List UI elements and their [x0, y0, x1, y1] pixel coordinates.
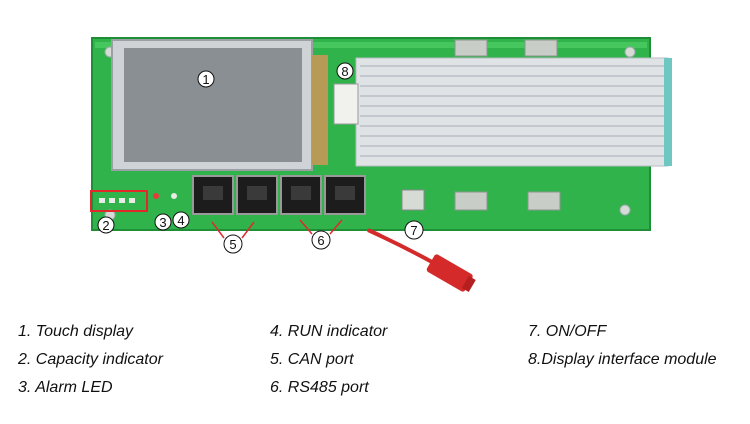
- leader-lines: [211, 219, 343, 239]
- rs485-port-2: [324, 175, 366, 215]
- can-port-1: [192, 175, 234, 215]
- callout-8: 8: [336, 62, 354, 80]
- bms-board-diagram: 1 8 2 3 4 5 6 7: [90, 37, 672, 293]
- legend-column-3: 7. ON/OFF 8.Display interface module: [528, 318, 717, 374]
- legend-item-display-interface-module: 8.Display interface module: [528, 351, 717, 368]
- red-cable: [367, 228, 433, 264]
- callout-6: 6: [311, 230, 331, 250]
- legend-item-can-port: 5. CAN port: [270, 351, 354, 368]
- svg-text:4: 4: [177, 213, 184, 228]
- svg-text:2: 2: [102, 218, 109, 233]
- legend-item-alarm-led: 3. Alarm LED: [18, 379, 113, 396]
- touch-display-screen: [124, 48, 302, 162]
- can-port-2: [236, 175, 278, 215]
- callout-7: 7: [404, 220, 424, 240]
- callout-1: 1: [197, 70, 215, 88]
- callout-4: 4: [172, 211, 190, 229]
- heatsink-edge: [664, 58, 672, 166]
- legend-item-rs485-port: 6. RS485 port: [270, 379, 369, 396]
- legend-item-on-off: 7. ON/OFF: [528, 323, 607, 340]
- on-off-switch: [401, 189, 425, 211]
- heatsink-fins: [360, 65, 664, 157]
- run-indicator-led: [171, 193, 177, 199]
- svg-text:8: 8: [341, 64, 348, 79]
- legend-column-1: 1. Touch display 2. Capacity indicator 3…: [18, 318, 163, 402]
- callout-2: 2: [97, 216, 115, 234]
- svg-text:6: 6: [317, 233, 324, 248]
- display-interface-module: [333, 83, 359, 125]
- heatsink: [355, 57, 669, 167]
- legend-item-touch-display: 1. Touch display: [18, 323, 134, 340]
- capacity-indicator-box: [90, 190, 148, 212]
- legend-item-capacity-indicator: 2. Capacity indicator: [18, 351, 163, 368]
- rs485-port-1: [280, 175, 322, 215]
- capacity-indicator-leds: [99, 198, 135, 203]
- callout-5: 5: [223, 234, 243, 254]
- red-connector: [426, 254, 476, 293]
- legend-item-run-indicator: 4. RUN indicator: [270, 323, 388, 340]
- svg-text:1: 1: [202, 72, 209, 87]
- svg-text:7: 7: [410, 223, 417, 238]
- pcb-edge-highlight: [95, 42, 647, 48]
- svg-text:3: 3: [159, 215, 166, 230]
- mosfet-pads: [454, 39, 561, 211]
- legend-column-2: 4. RUN indicator 5. CAN port 6. RS485 po…: [270, 318, 387, 402]
- callout-3: 3: [154, 213, 172, 231]
- alarm-led: [153, 193, 159, 199]
- svg-text:5: 5: [229, 237, 236, 252]
- display-ribbon: [312, 55, 328, 165]
